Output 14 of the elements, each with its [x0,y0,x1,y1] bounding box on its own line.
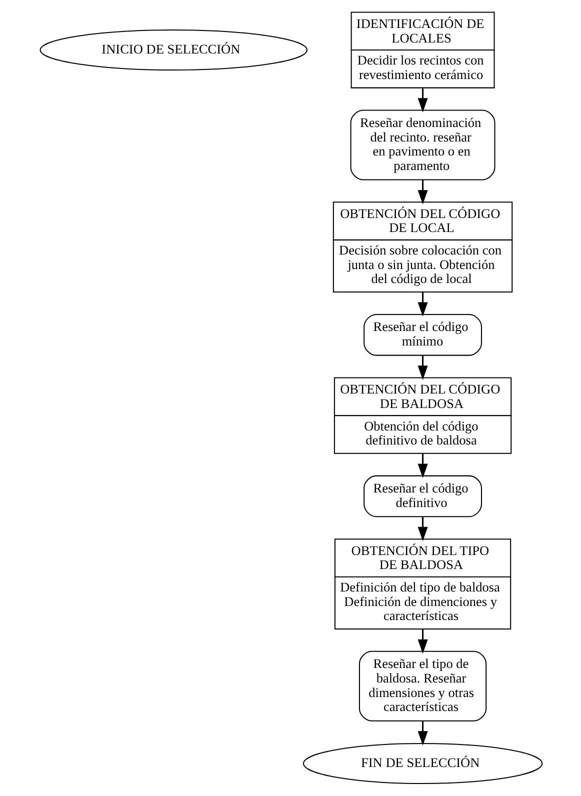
node-box: Reseñar el tipo de baldosa. Reseñar dimensiones y otras características [358,650,486,722]
arrow [417,292,428,317]
arrow [417,517,428,542]
node-ellipse: INICIO DE SELECCIÓN [39,30,308,71]
arrow [417,356,428,380]
arrow [417,721,428,746]
node-ellipse: FIN DE SELECCIÓN [302,743,542,784]
arrow [417,180,428,204]
arrow [417,88,428,112]
node-box: Reseñar denominación del recinto. reseñar en pavimento o en paramento [350,110,495,180]
arrow [417,629,428,654]
node-box: Reseñar el código definitivo [363,475,482,518]
arrow [417,454,428,478]
node-box: Reseñar el código mínimo [363,314,482,356]
